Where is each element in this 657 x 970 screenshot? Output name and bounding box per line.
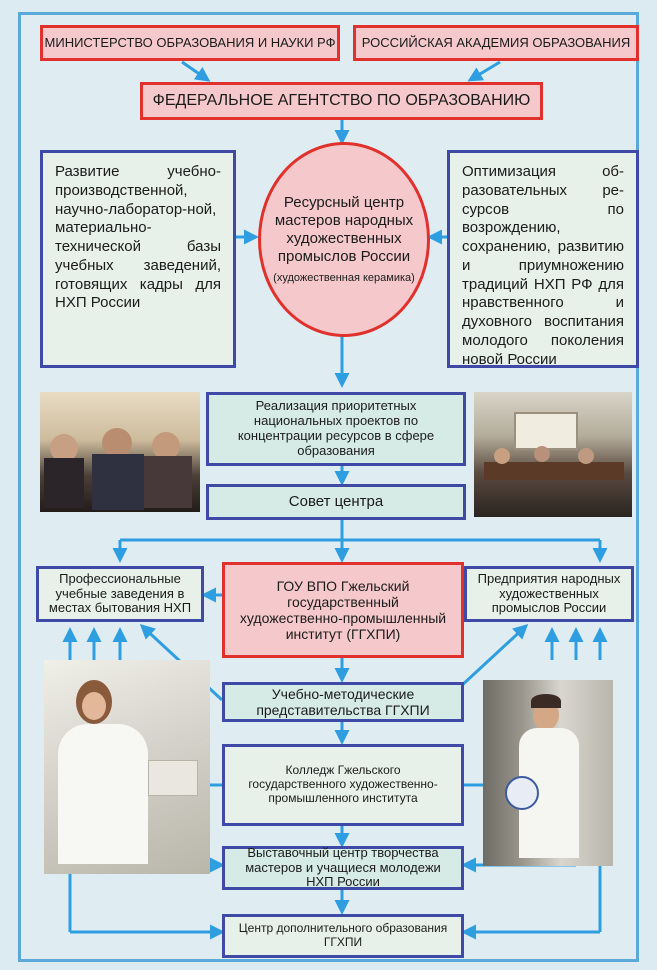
right-goal-text: Оптимизация об-разовательных ре-сурсов п… xyxy=(462,163,624,368)
method-text: Учебно-методические представительства ГГ… xyxy=(256,685,430,718)
college-text: Колледж Гжельского государственного худо… xyxy=(248,763,438,805)
council-text: Совет центра xyxy=(288,493,384,511)
left-goal-text: Развитие учебно-производственной, научно… xyxy=(55,163,221,312)
exhibition-text: Выставочный центр творчества мастеров и … xyxy=(245,844,441,890)
arrow-ministry-agency xyxy=(181,60,211,82)
ministry-box: МИНИСТЕРСТВО ОБРАЗОВАНИЯ И НАУКИ РФ xyxy=(40,25,340,61)
right-goal-box: Оптимизация об-разовательных ре-сурсов п… xyxy=(447,150,639,368)
academy-box: РОССИЙСКАЯ АКАДЕМИЯ ОБРАЗОВАНИЯ xyxy=(353,25,639,61)
exhibition-box: Выставочный центр творчества мастеров и … xyxy=(222,844,464,890)
prof-institutions-text: Профессиональные учебные заведения в мес… xyxy=(48,570,192,616)
method-box: Учебно-методические представительства ГГ… xyxy=(222,682,464,722)
academy-label: РОССИЙСКАЯ АКАДЕМИЯ ОБРАЗОВАНИЯ xyxy=(361,34,631,50)
agency-label: ФЕДЕРАЛЬНОЕ АГЕНТСТВО ПО ОБРАЗОВАНИЮ xyxy=(152,91,531,109)
prof-institutions-box: Профессиональные учебные заведения в мес… xyxy=(36,566,204,622)
resource-center-circle: Ресурсный центр мастеров народных художе… xyxy=(258,142,430,337)
student-photo-right xyxy=(483,680,613,866)
enterprises-text: Предприятия народных художественных пром… xyxy=(477,570,621,616)
resource-center-title: Ресурсный центр мастеров народных художе… xyxy=(274,194,414,266)
college-box: Колледж Гжельского государственного худо… xyxy=(222,744,464,826)
resource-center-subtitle: (художественная керамика) xyxy=(273,272,415,285)
agency-box: ФЕДЕРАЛЬНОЕ АГЕНТСТВО ПО ОБРАЗОВАНИЮ xyxy=(140,82,543,120)
student-photo-left xyxy=(44,660,210,874)
gou-institute-box: ГОУ ВПО Гжельский государственный художе… xyxy=(222,562,464,658)
additional-education-text: Центр дополнительного образования ГГХПИ xyxy=(238,921,448,949)
left-goal-box: Развитие учебно-производственной, научно… xyxy=(40,150,236,368)
additional-education-box: Центр дополнительного образования ГГХПИ xyxy=(222,914,464,958)
realization-box: Реализация приоритетных национальных про… xyxy=(206,392,466,466)
arrow-academy-agency xyxy=(467,60,501,82)
meeting-photo-right xyxy=(474,392,632,517)
enterprises-box: Предприятия народных художественных пром… xyxy=(464,566,634,622)
meeting-photo-left xyxy=(40,392,200,512)
ministry-label: МИНИСТЕРСТВО ОБРАЗОВАНИЯ И НАУКИ РФ xyxy=(44,34,336,50)
realization-text: Реализация приоритетных национальных про… xyxy=(237,398,435,458)
gou-institute-text: ГОУ ВПО Гжельский государственный художе… xyxy=(239,577,447,643)
council-box: Совет центра xyxy=(206,484,466,520)
